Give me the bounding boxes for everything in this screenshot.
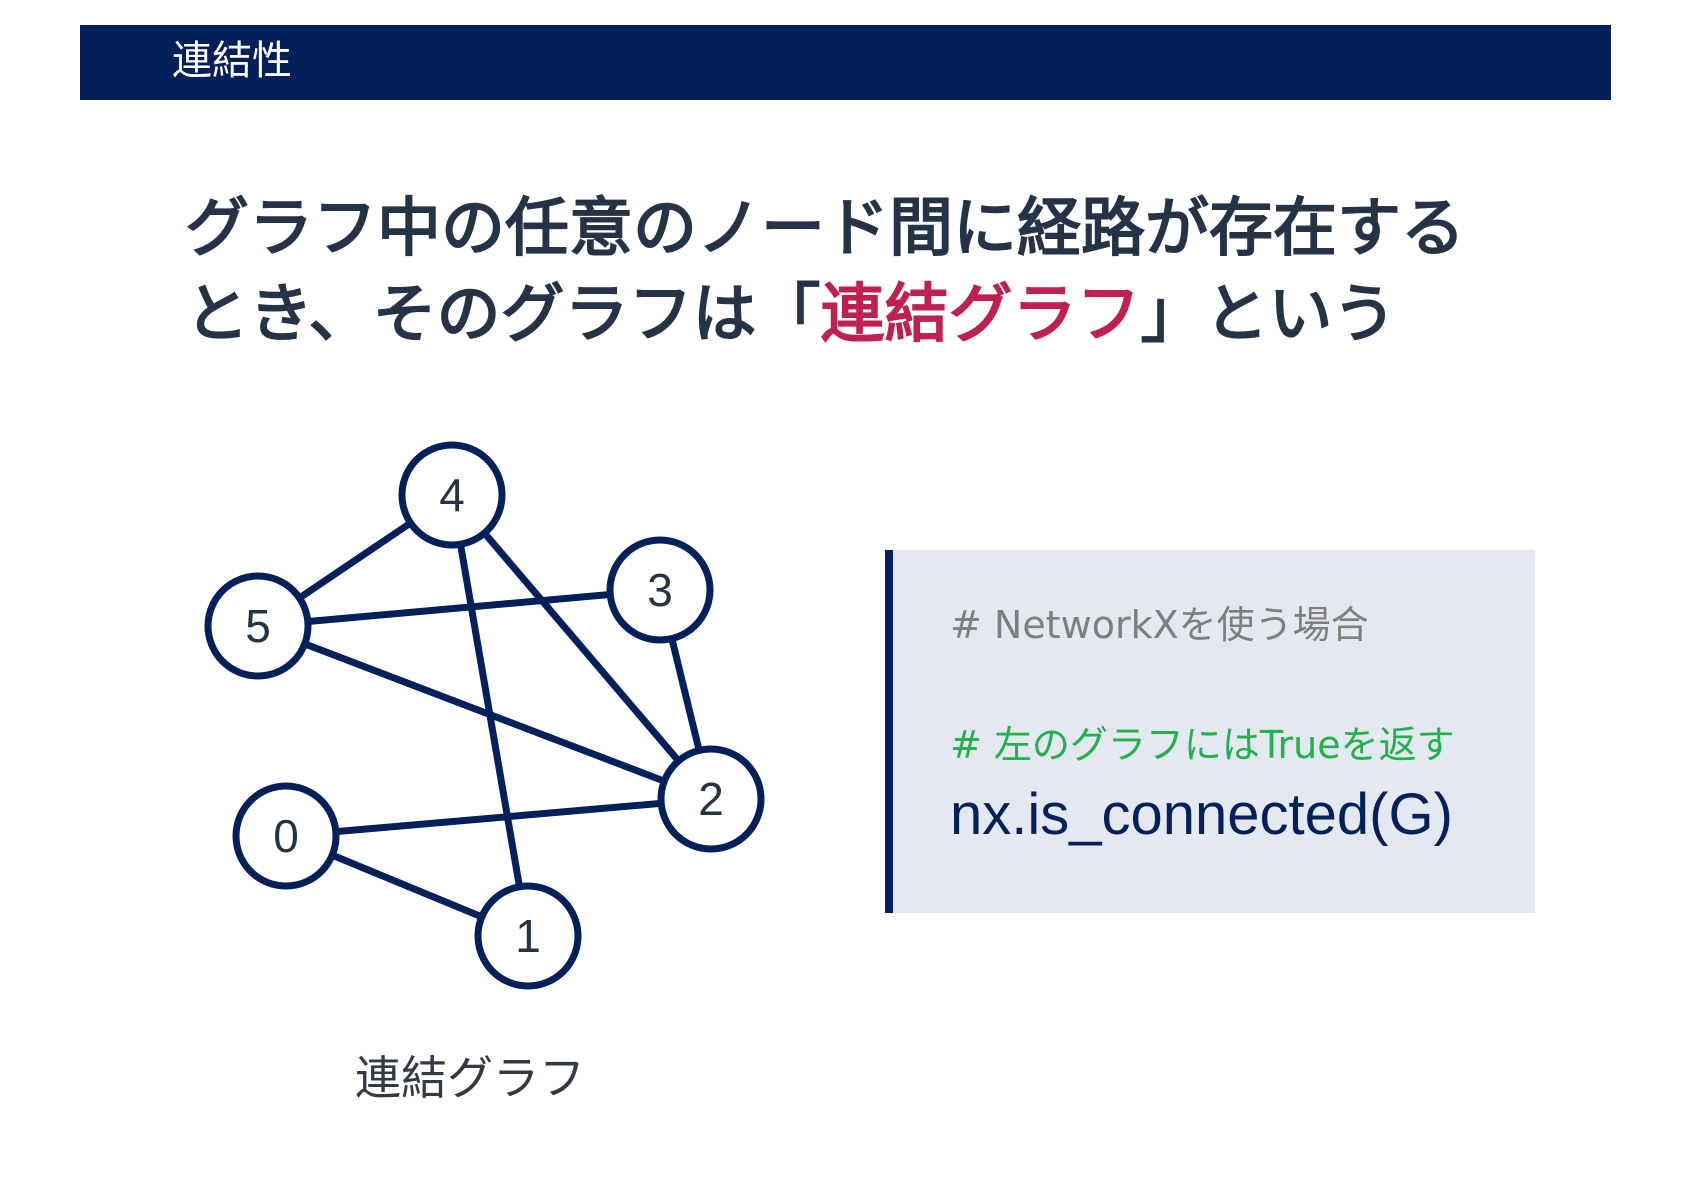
node-1: 1 <box>474 882 582 990</box>
node-label-2: 2 <box>698 773 724 825</box>
headline-line-2: とき、そのグラフは「連結グラフ」という <box>185 272 1565 358</box>
headline-prefix: とき、そのグラフは「 <box>185 278 821 352</box>
node-0: 0 <box>232 782 340 890</box>
code-accent-bar <box>885 550 893 913</box>
node-label-4: 4 <box>439 469 465 521</box>
headline-highlight: 連結グラフ <box>820 278 1141 352</box>
node-circle-5 <box>204 572 312 680</box>
headline-line-1: グラフ中の任意のノード間に経路が存在する <box>185 192 1465 266</box>
graph-nodes: 0 1 2 3 4 5 <box>204 441 765 990</box>
code-box: # NetworkXを使う場合 # 左のグラフにはTrueを返す nx.is_c… <box>885 550 1535 913</box>
code-comment-result: # 左のグラフにはTrueを返す <box>950 723 1455 767</box>
edge-5-3 <box>257 586 661 630</box>
node-circle-0 <box>232 782 340 890</box>
node-circle-2 <box>657 745 765 853</box>
code-function-call: nx.is_connected(G) <box>950 782 1453 847</box>
headline-suffix: 」という <box>1140 278 1397 352</box>
slide-title: 連結性 <box>172 38 292 84</box>
edge-5-2 <box>256 622 713 803</box>
edge-4-2 <box>449 492 714 802</box>
node-label-5: 5 <box>245 600 271 652</box>
node-label-3: 3 <box>647 564 673 616</box>
edge-0-2 <box>285 795 712 840</box>
node-label-1: 1 <box>515 910 541 962</box>
header-bar: 連結性 <box>80 25 1611 100</box>
code-comment-networkx: # NetworkXを使う場合 <box>950 603 1369 647</box>
node-4: 4 <box>398 441 506 549</box>
node-3: 3 <box>606 536 714 644</box>
node-circle-3 <box>606 536 714 644</box>
node-5: 5 <box>204 572 312 680</box>
headline: グラフ中の任意のノード間に経路が存在する とき、そのグラフは「連結グラフ」という <box>185 186 1565 358</box>
graph-caption: 連結グラフ <box>355 1051 585 1105</box>
node-circle-4 <box>398 441 506 549</box>
node-circle-1 <box>474 882 582 990</box>
node-2: 2 <box>657 745 765 853</box>
node-label-0: 0 <box>273 810 299 862</box>
